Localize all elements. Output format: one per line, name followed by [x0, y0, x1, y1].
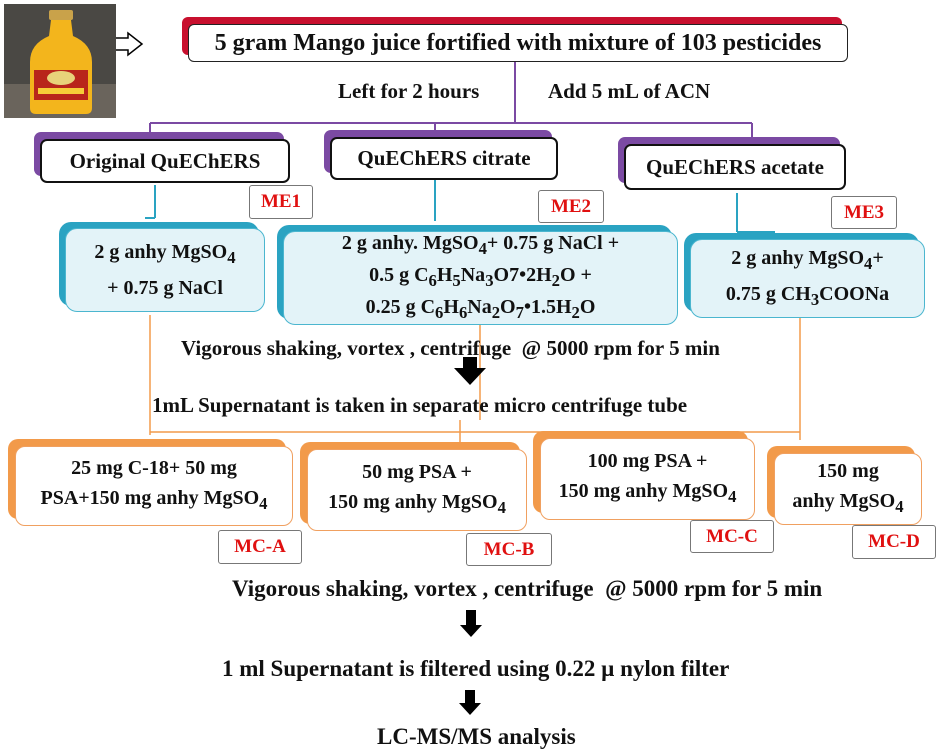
dspe-code-mc-a: MC-A [218, 530, 302, 564]
supernatant-transfer-step: 1mL Supernatant is taken in separate mic… [152, 393, 688, 417]
mango-juice-bottle-photo [4, 4, 116, 118]
sample-prep-title-box: 5 gram Mango juice fortified with mixtur… [188, 24, 848, 62]
down-arrow-2 [460, 610, 482, 637]
down-arrow-1 [454, 357, 486, 385]
shake-step-1: Vigorous shaking, vortex , centrifuge @ … [181, 336, 720, 360]
salt-box-original: 2 g anhy MgSO4 + 0.75 g NaCl [65, 228, 265, 312]
final-analysis-step: LC-MS/MS analysis [377, 724, 576, 749]
method-quechers-citrate: QuEChERS citrate [330, 137, 558, 180]
dspe-box-mc-a: 25 mg C-18+ 50 mg PSA+150 mg anhy MgSO4 [15, 446, 293, 526]
dspe-box-mc-d: 150 mg anhy MgSO4 [774, 453, 922, 525]
method-original-quechers: Original QuEChERS [40, 139, 290, 183]
method-code-me2: ME2 [538, 190, 604, 223]
title-text: 5 gram Mango juice fortified with mixtur… [214, 29, 822, 56]
shake-step-2: Vigorous shaking, vortex , centrifuge @ … [232, 576, 823, 601]
down-arrow-3 [459, 690, 481, 715]
method-quechers-acetate: QuEChERS acetate [624, 144, 846, 190]
filter-step: 1 ml Supernatant is filtered using 0.22 … [222, 656, 730, 681]
salt-box-citrate: 2 g anhy. MgSO4+ 0.75 g NaCl + 0.5 g C6H… [283, 231, 678, 325]
dspe-code-mc-c: MC-C [690, 520, 774, 553]
dspe-box-mc-c: 100 mg PSA + 150 mg anhy MgSO4 [540, 438, 755, 520]
method-code-me1: ME1 [249, 185, 313, 219]
dspe-code-mc-b: MC-B [466, 533, 552, 566]
salt-box-acetate: 2 g anhy MgSO4+ 0.75 g CH3COONa [690, 239, 925, 318]
method-code-me3: ME3 [831, 196, 897, 229]
add-acn-step: Add 5 mL of ACN [548, 79, 711, 103]
left-for-2-hours-step: Left for 2 hours [338, 79, 480, 103]
dspe-code-mc-d: MC-D [852, 525, 936, 559]
dspe-box-mc-b: 50 mg PSA + 150 mg anhy MgSO4 [307, 449, 527, 531]
bottle-icon [4, 4, 116, 118]
